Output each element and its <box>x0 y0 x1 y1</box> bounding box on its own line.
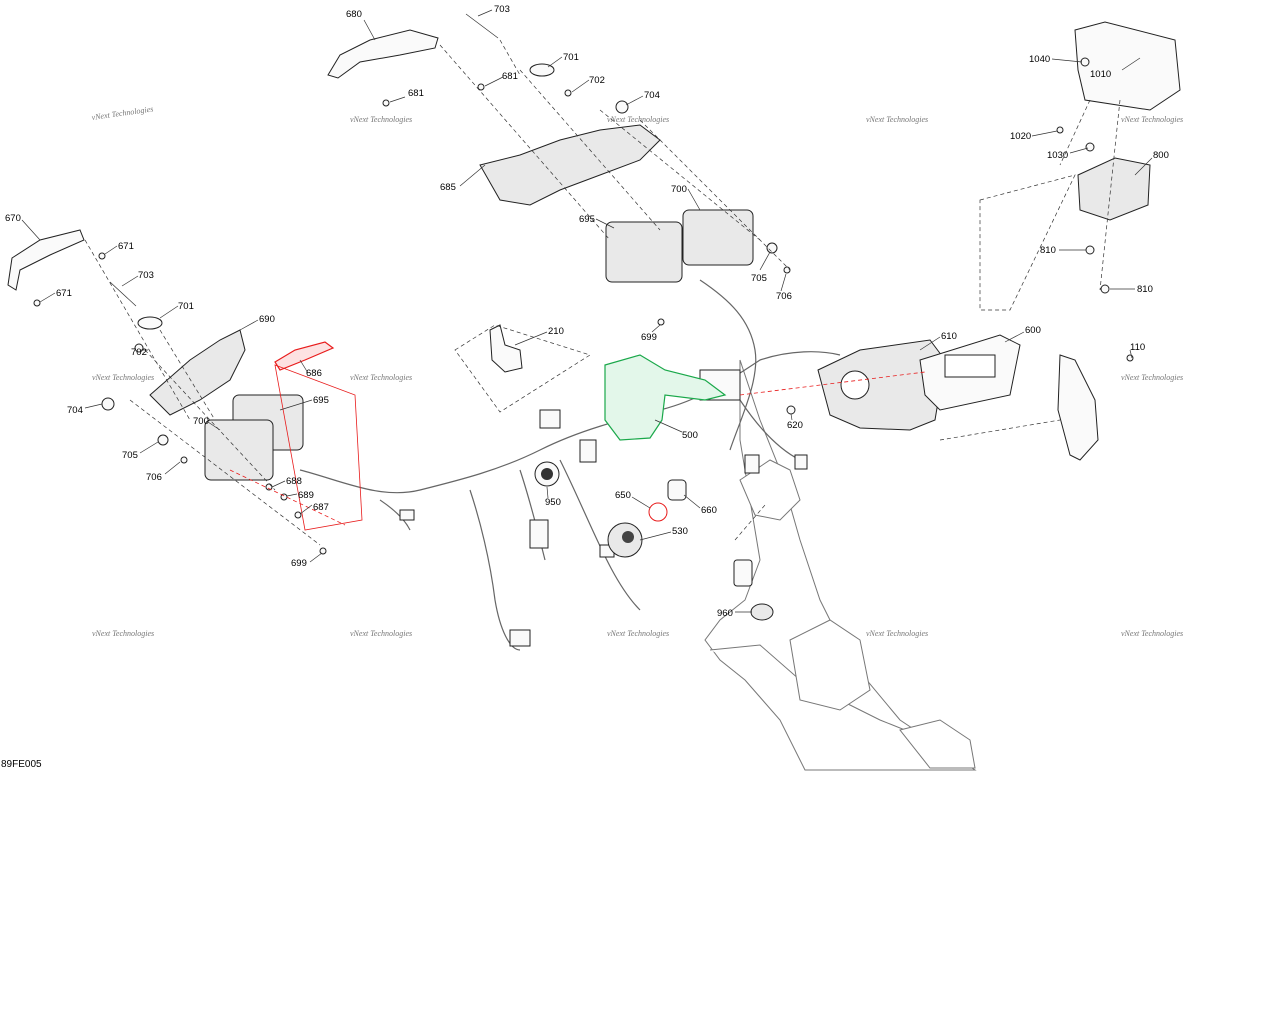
assembly-lines <box>84 39 1121 546</box>
callout-label: 699 <box>641 332 657 343</box>
switch-660 <box>667 479 687 501</box>
callout-label: 671 <box>118 241 134 252</box>
callout-label: 700 <box>193 416 209 427</box>
watermark: vNext Technologies <box>607 629 669 638</box>
callout-labels: 680 703 701 681 702 681 704 685 700 695 … <box>5 4 1169 619</box>
callout-label: 704 <box>67 405 83 416</box>
callout-label: 689 <box>298 490 314 501</box>
callout-label: 703 <box>138 270 154 281</box>
watermark: vNext Technologies <box>866 629 928 638</box>
callout-label: 690 <box>259 314 275 325</box>
watermark: vNext Technologies <box>92 629 154 638</box>
callout-label: 110 <box>1130 342 1145 353</box>
instrument-housing-610 <box>817 339 946 431</box>
headlight-700-top <box>682 209 754 266</box>
bracket-670 <box>7 229 85 291</box>
callout-label: 701 <box>178 301 194 312</box>
vehicle-frame <box>704 359 977 771</box>
module-800 <box>1077 157 1151 221</box>
parts <box>7 21 1181 621</box>
relay-210 <box>489 324 523 373</box>
watermark: vNext Technologies <box>91 104 154 122</box>
callout-label: 500 <box>682 430 698 441</box>
bracket-680 <box>327 29 439 79</box>
callout-label: 950 <box>545 497 561 508</box>
callout-label: 701 <box>563 52 579 63</box>
callout-label: 210 <box>548 326 564 337</box>
callout-label: 810 <box>1137 284 1153 295</box>
callout-label: 681 <box>408 88 424 99</box>
callout-label: 686 <box>306 368 322 379</box>
callout-label: 702 <box>131 347 147 358</box>
callout-label: 800 <box>1153 150 1169 161</box>
callout-label: 610 <box>941 331 957 342</box>
callout-label: 660 <box>701 505 717 516</box>
callout-label: 1030 <box>1047 150 1068 161</box>
callout-label: 705 <box>122 450 138 461</box>
callout-label: 1020 <box>1010 131 1031 142</box>
watermark: vNext Technologies <box>1121 629 1183 638</box>
figure-code: 89FE005 <box>1 759 42 770</box>
callout-label: 695 <box>579 214 595 225</box>
callout-label: 530 <box>672 526 688 537</box>
callout-label: 685 <box>440 182 456 193</box>
callout-label: 688 <box>286 476 302 487</box>
callout-label: 670 <box>5 213 21 224</box>
callout-label: 703 <box>494 4 510 15</box>
headlight-700-left <box>204 419 274 481</box>
callout-label: 810 <box>1040 245 1056 256</box>
callout-label: 705 <box>751 273 767 284</box>
callout-label: 700 <box>671 184 687 195</box>
callout-label: 620 <box>787 420 803 431</box>
callout-label: 704 <box>644 90 660 101</box>
watermark: vNext Technologies <box>350 115 412 124</box>
watermark: vNext Technologies <box>92 373 154 382</box>
bracket-686-highlight <box>274 341 335 371</box>
bracket-110 <box>1057 354 1099 461</box>
watermark: vNext Technologies <box>350 373 412 382</box>
callout-label: 671 <box>56 288 72 299</box>
callout-label: 1040 <box>1029 54 1050 65</box>
cap-960 <box>750 603 774 621</box>
callout-label: 699 <box>291 558 307 569</box>
watermark: vNext Technologies <box>350 629 412 638</box>
callout-label: 680 <box>346 9 362 20</box>
callout-label: 706 <box>146 472 162 483</box>
callout-label: 1010 <box>1090 69 1111 80</box>
watermark: vNext Technologies <box>607 115 669 124</box>
module-500-highlight <box>604 354 727 441</box>
callout-label: 681 <box>502 71 518 82</box>
callout-label: 960 <box>717 608 733 619</box>
ring-650 <box>648 502 668 522</box>
headlight-mount-690 <box>149 329 246 416</box>
callout-label: 695 <box>313 395 329 406</box>
fasteners <box>33 13 1134 555</box>
watermark: vNext Technologies <box>866 115 928 124</box>
leader-lines <box>21 9 1153 613</box>
callout-label: 600 <box>1025 325 1041 336</box>
callout-label: 687 <box>313 502 329 513</box>
watermark: vNext Technologies <box>1121 373 1183 382</box>
callout-label: 650 <box>615 490 631 501</box>
headlight-mount-685 <box>479 124 661 206</box>
watermark: vNext Technologies <box>1121 115 1183 124</box>
callout-label: 702 <box>589 75 605 86</box>
headlight-695-top <box>605 221 683 283</box>
callout-label: 706 <box>776 291 792 302</box>
